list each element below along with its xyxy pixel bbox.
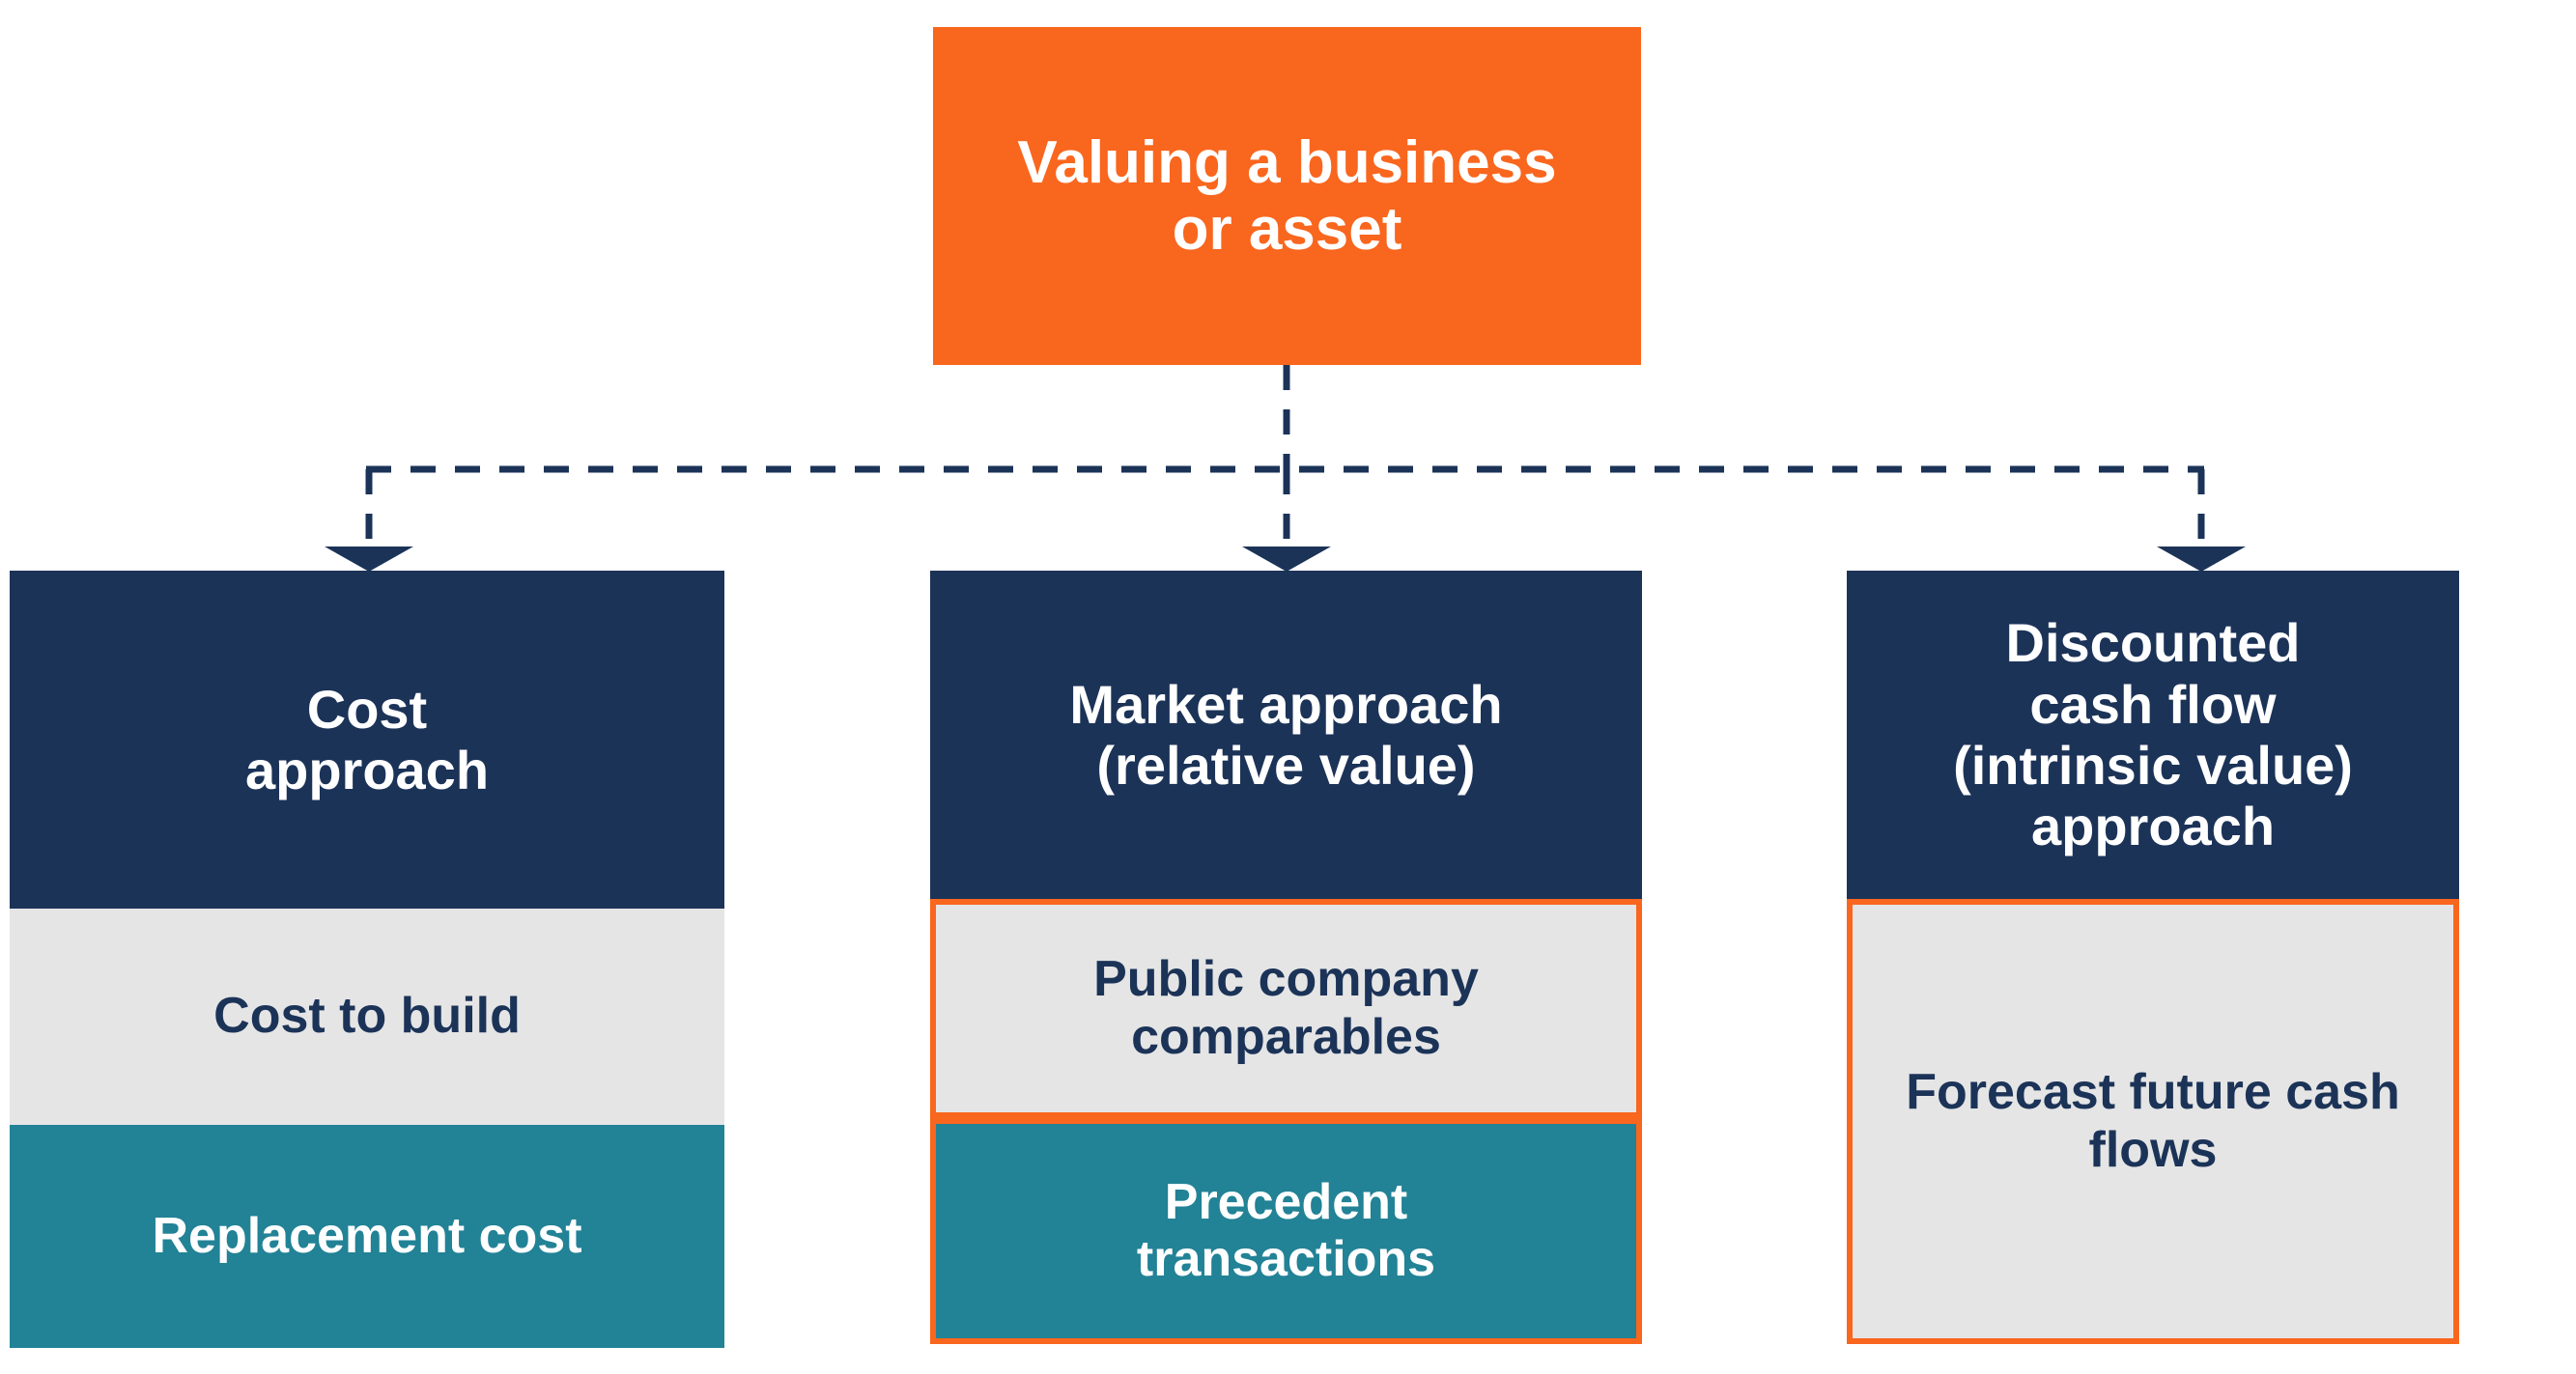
sub-item-replacement-cost[interactable]: Replacement cost (10, 1125, 724, 1348)
branch-header-dcf-approach[interactable]: Discounted cash flow (intrinsic value) a… (1847, 571, 2459, 899)
branch-header-market-approach[interactable]: Market approach (relative value) (930, 571, 1642, 899)
branch-market-approach: Market approach (relative value) Public … (930, 571, 1642, 1344)
branch-dcf-approach: Discounted cash flow (intrinsic value) a… (1847, 571, 2459, 1344)
sub-item-cost-to-build[interactable]: Cost to build (10, 909, 724, 1125)
sub-item-public-company-comparables[interactable]: Public company comparables (930, 899, 1642, 1118)
sub-item-precedent-transactions[interactable]: Precedent transactions (930, 1118, 1642, 1344)
branch-header-cost-approach[interactable]: Cost approach (10, 571, 724, 909)
root-node-valuing-a-business[interactable]: Valuing a business or asset (933, 27, 1641, 365)
branch-cost-approach: Cost approach Cost to build Replacement … (10, 571, 724, 1348)
sub-item-forecast-future-cash-flows[interactable]: Forecast future cash flows (1847, 899, 2459, 1344)
